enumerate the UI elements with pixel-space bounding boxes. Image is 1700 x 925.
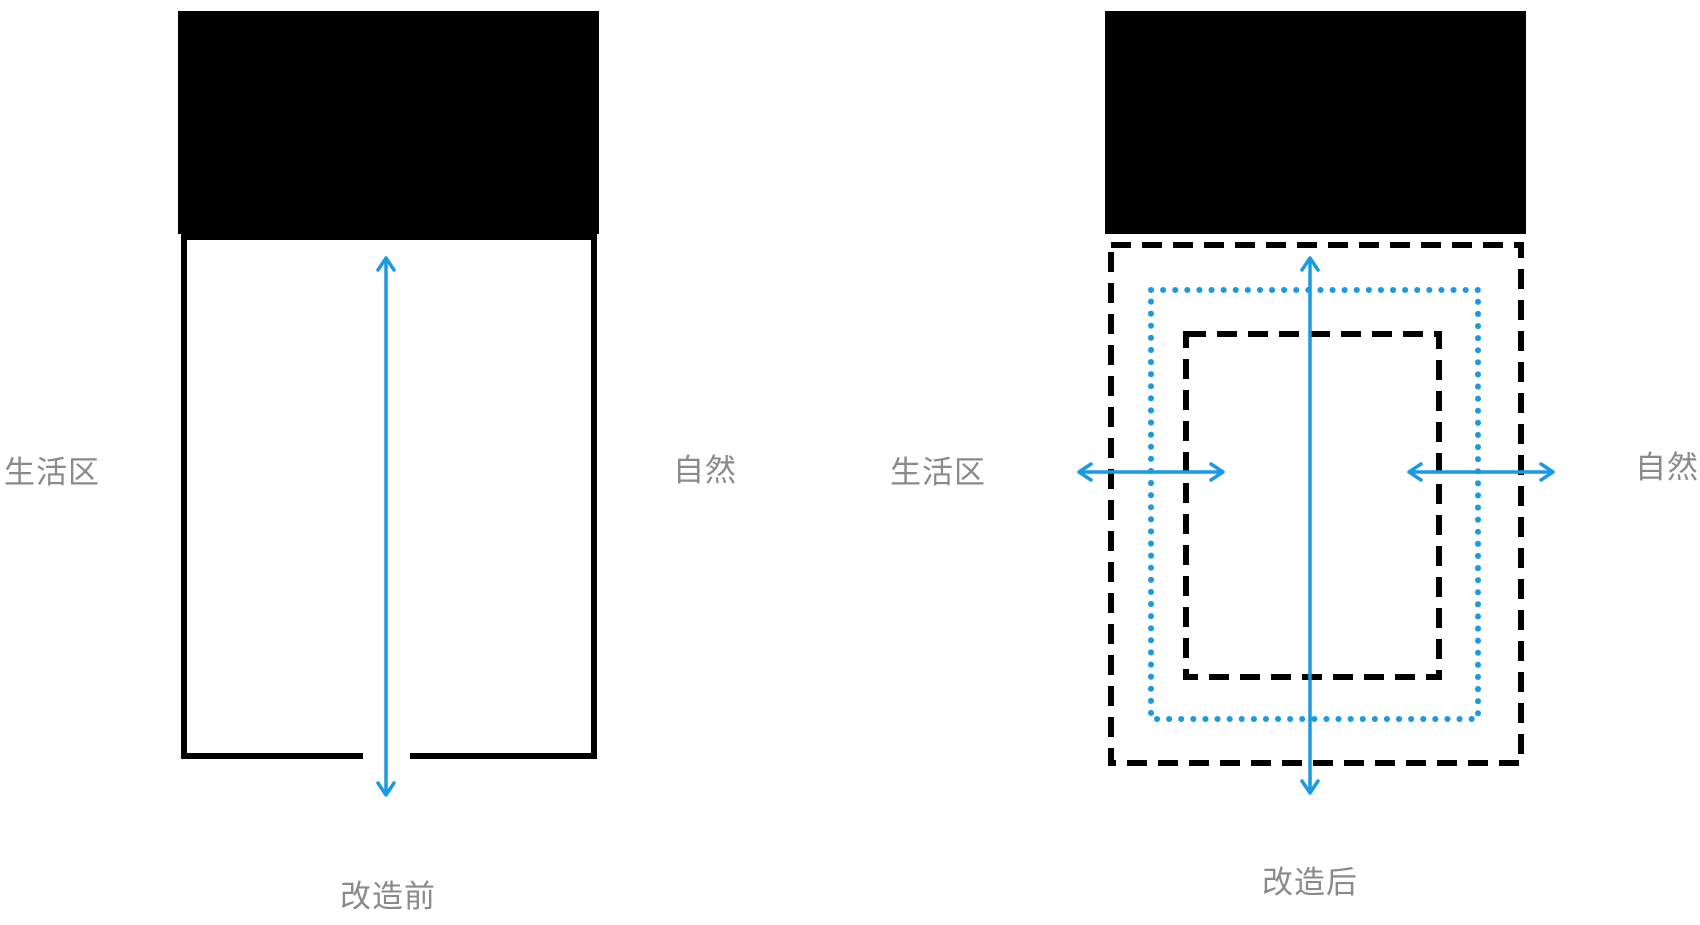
before-title: 改造前 bbox=[340, 879, 436, 915]
after-inner-dashed-boundary bbox=[1183, 331, 1442, 680]
before-living-area-label: 生活区 bbox=[4, 455, 100, 491]
before-nature-label: 自然 bbox=[673, 453, 737, 489]
before-panel bbox=[178, 11, 599, 797]
after-living-area-label: 生活区 bbox=[890, 455, 986, 491]
after-panel bbox=[1077, 11, 1555, 795]
before-building-block bbox=[178, 11, 599, 234]
after-dotted-boundary bbox=[1148, 287, 1481, 722]
after-outer-dashed-boundary bbox=[1108, 242, 1524, 766]
after-title: 改造后 bbox=[1262, 865, 1358, 901]
after-building-block bbox=[1105, 11, 1526, 234]
after-nature-label: 自然 bbox=[1635, 450, 1699, 486]
before-courtyard-outline bbox=[181, 234, 597, 759]
